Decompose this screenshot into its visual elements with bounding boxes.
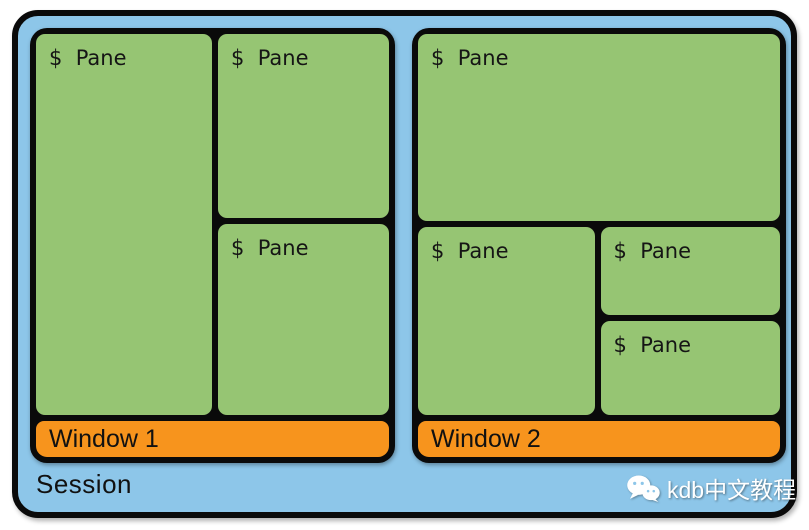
session-label: Session <box>36 469 132 499</box>
pane: $ Pane <box>600 227 780 315</box>
pane: $ Pane <box>600 320 780 415</box>
pane-label: $ Pane <box>49 46 127 70</box>
window-2-label: Window 2 <box>431 424 541 453</box>
pane-label: $ Pane <box>613 332 692 357</box>
window-1-label: Window 1 <box>49 424 159 453</box>
window-2: $ Pane $ Pane $ Pane $ Pane Window 2 <box>412 28 786 463</box>
watermark-text: kdb中文教程 <box>667 477 797 503</box>
watermark: kdb中文教程 <box>626 471 796 505</box>
pane: $ Pane <box>217 34 389 219</box>
window-2-title-bar: Window 2 <box>418 421 780 457</box>
pane: $ Pane <box>217 224 389 415</box>
window-2-pane-area: $ Pane $ Pane $ Pane $ Pane <box>418 34 780 415</box>
pane-label: $ Pane <box>431 46 509 70</box>
pane: $ Pane <box>418 34 780 221</box>
pane: $ Pane <box>418 227 595 415</box>
pane-label: $ Pane <box>613 239 692 263</box>
window-2-bottom-row: $ Pane $ Pane $ Pane <box>418 227 780 415</box>
window-2-right-column: $ Pane $ Pane <box>600 227 780 415</box>
pane-label: $ Pane <box>431 239 509 263</box>
window-1-right-column: $ Pane $ Pane <box>217 34 389 415</box>
pane-label: $ Pane <box>230 236 309 261</box>
window-1-pane-area: $ Pane $ Pane $ Pane <box>36 34 389 415</box>
wechat-icon <box>627 475 660 502</box>
pane-label: $ Pane <box>230 46 309 70</box>
window-1: $ Pane $ Pane $ Pane Window 1 <box>30 28 395 463</box>
pane: $ Pane <box>36 34 212 415</box>
window-1-title-bar: Window 1 <box>36 421 389 457</box>
